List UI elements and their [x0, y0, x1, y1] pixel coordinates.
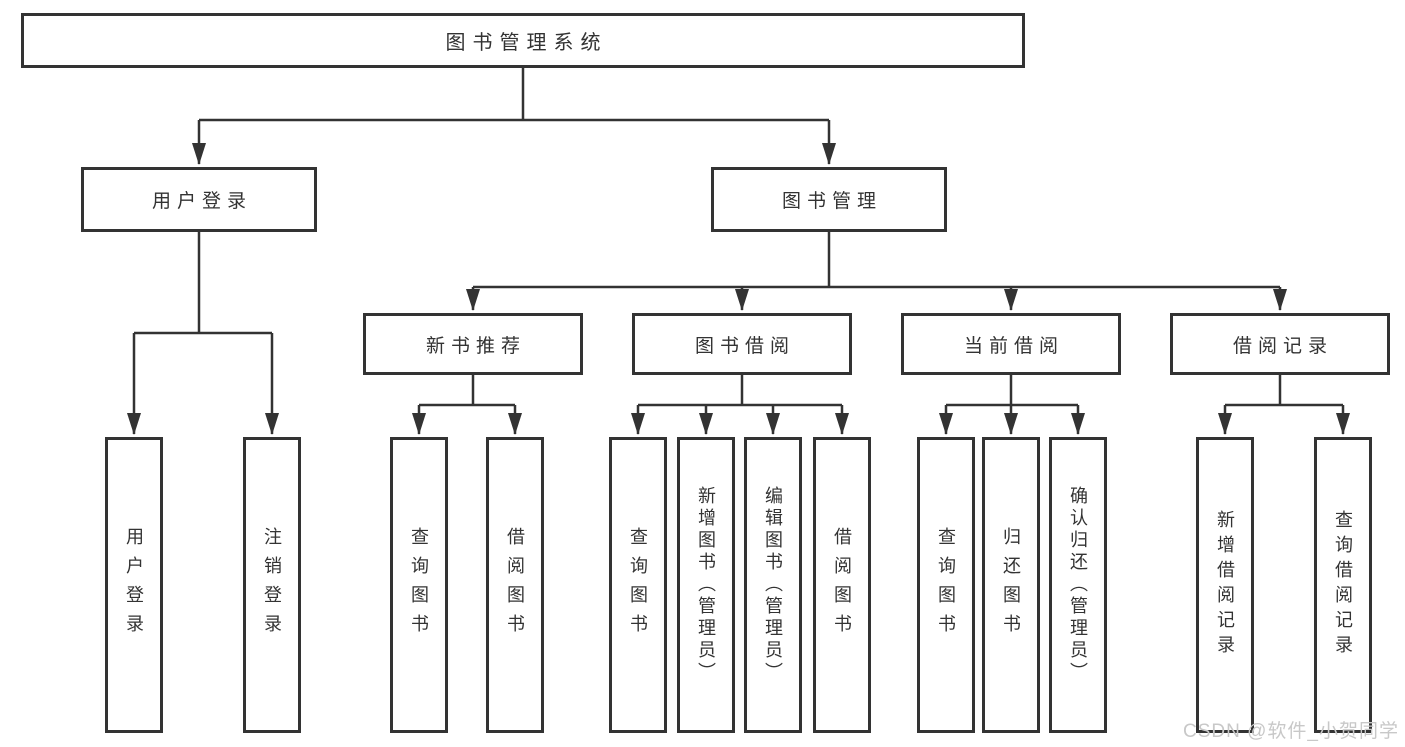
- node-label: 确认归还（管理员）: [1068, 486, 1088, 684]
- leaf-current-return-books: 归还图书: [982, 437, 1040, 733]
- leaf-records-query-record: 查询借阅记录: [1314, 437, 1372, 733]
- leaf-borrowing-edit-books-admin: 编辑图书（管理员）: [744, 437, 802, 733]
- node-label: 新书推荐: [425, 335, 526, 357]
- node-label: 图书管理系统: [445, 32, 608, 54]
- leaf-borrowing-borrow-books: 借阅图书: [813, 437, 871, 733]
- leaf-borrowing-query-books: 查询图书: [609, 437, 667, 733]
- node-label: 图书借阅: [694, 335, 795, 357]
- node-label: 新增图书（管理员）: [696, 486, 716, 684]
- node-label: 编辑图书（管理员）: [763, 486, 783, 684]
- leaf-borrowing-add-books-admin: 新增图书（管理员）: [677, 437, 735, 733]
- node-current-borrowing: 当前借阅: [901, 313, 1121, 375]
- node-label: 归还图书: [1001, 527, 1021, 643]
- leaf-user-login: 用户登录: [105, 437, 163, 733]
- node-book-borrowing: 图书借阅: [632, 313, 852, 375]
- leaf-current-query-books: 查询图书: [917, 437, 975, 733]
- node-label: 借阅图书: [832, 527, 852, 643]
- node-label: 用户登录: [124, 527, 144, 643]
- node-label: 借阅图书: [505, 527, 525, 643]
- node-borrowing-records: 借阅记录: [1170, 313, 1390, 375]
- node-label: 查询图书: [628, 527, 648, 643]
- node-label: 查询图书: [409, 527, 429, 643]
- csdn-watermark: CSDN @软件_小贺同学: [1183, 721, 1399, 742]
- node-label: 借阅记录: [1232, 335, 1333, 357]
- node-label: 新增借阅记录: [1215, 510, 1235, 660]
- node-label: 图书管理: [781, 191, 882, 212]
- node-label: 注销登录: [262, 527, 282, 643]
- node-user-login: 用户登录: [81, 167, 317, 232]
- node-label: 查询借阅记录: [1333, 510, 1353, 660]
- leaf-recommend-query-books: 查询图书: [390, 437, 448, 733]
- leaf-records-add-record: 新增借阅记录: [1196, 437, 1254, 733]
- leaf-logout-login: 注销登录: [243, 437, 301, 733]
- leaf-current-confirm-return-admin: 确认归还（管理员）: [1049, 437, 1107, 733]
- node-book-management: 图书管理: [711, 167, 947, 232]
- node-library-management-system: 图书管理系统: [21, 13, 1025, 68]
- node-label: 用户登录: [151, 191, 252, 212]
- node-label: 当前借阅: [963, 335, 1064, 357]
- leaf-recommend-borrow-books: 借阅图书: [486, 437, 544, 733]
- node-label: 查询图书: [936, 527, 956, 643]
- node-new-book-recommend: 新书推荐: [363, 313, 583, 375]
